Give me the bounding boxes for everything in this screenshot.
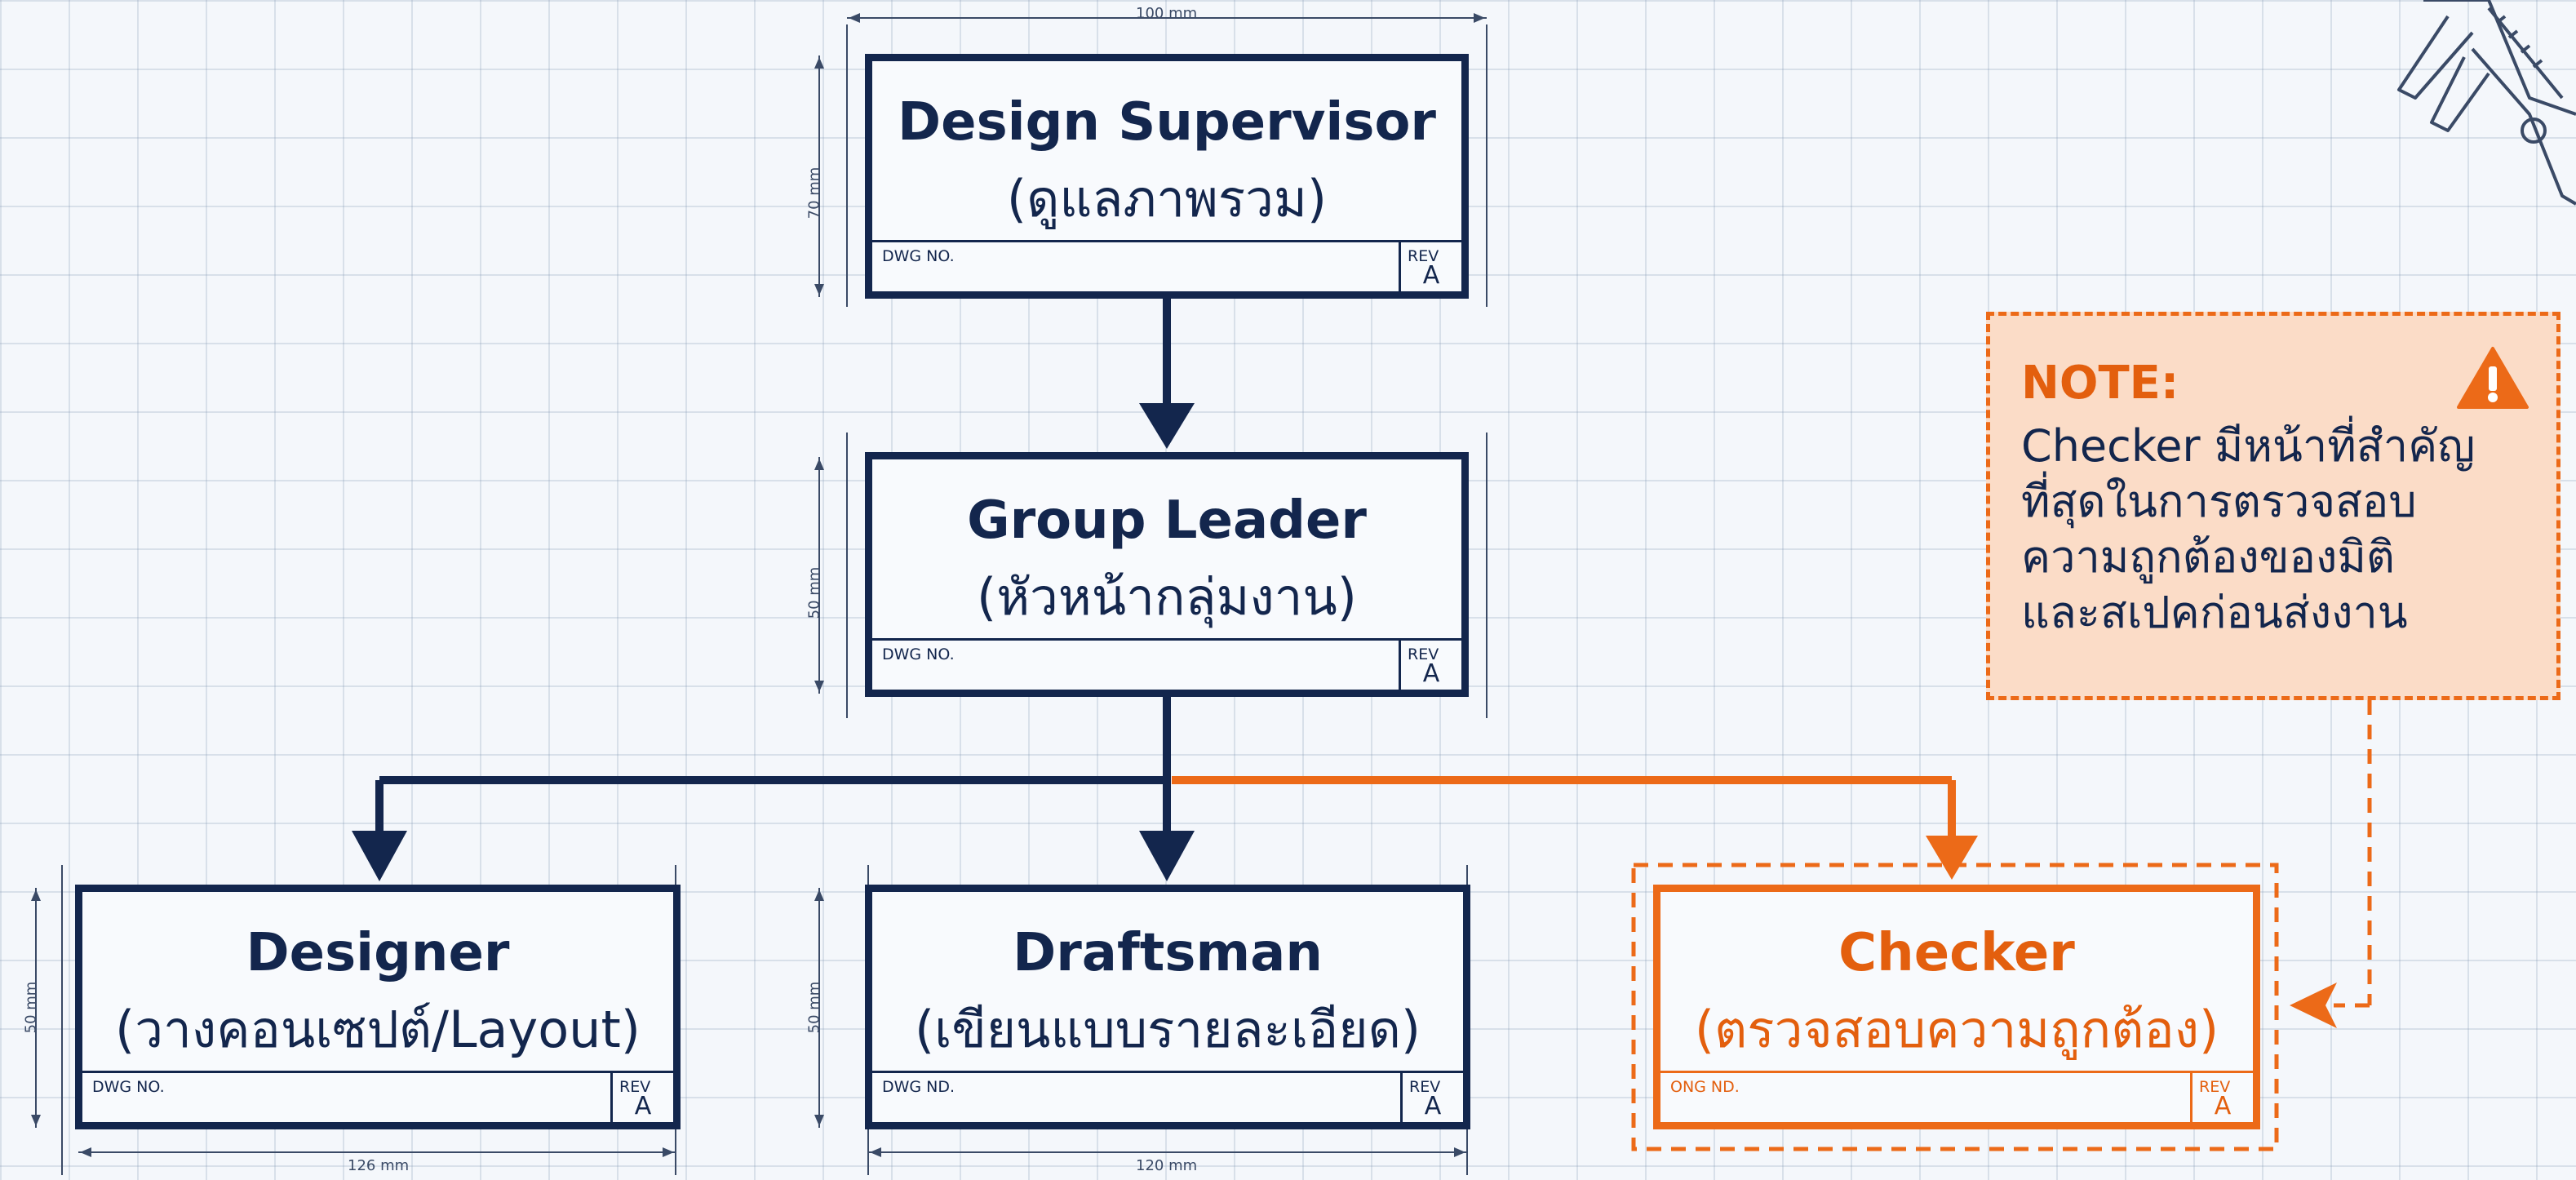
rev-label: REV (1408, 645, 1439, 663)
node-title: Checker (1838, 923, 2075, 983)
node-checker: Checker (ตรวจสอบความถูกต้อง) ONG ND. REV… (1653, 885, 2260, 1129)
node-title: Draftsman (1013, 923, 1323, 983)
dim-top-width: 100 mm (1136, 5, 1198, 22)
rev-block: REV A (1399, 242, 1461, 291)
arrow-leader-to-draftsman (1139, 831, 1195, 881)
dim-designer-width: 126 mm (348, 1157, 410, 1174)
node-subtitle: (เขียนแบบรายละเอียด) (914, 1000, 1421, 1059)
note-leader-line (2334, 700, 2372, 1008)
checker-highlight-frame (1631, 863, 2279, 1151)
dwg-label: ONG ND. (1670, 1078, 1740, 1096)
node-draftsman: Draftsman (เขียนแบบรายละเอียด) DWG ND. R… (865, 885, 1470, 1129)
note-line: ที่สุดในการตรวจสอบ (2021, 476, 2417, 527)
orange-connector (1172, 776, 1956, 841)
warning-icon (2457, 347, 2529, 409)
title-block: DWG NO. REV A (872, 638, 1461, 690)
dwg-label: DWG ND. (882, 1078, 955, 1096)
node-subtitle: (ดูแลภาพรวม) (1006, 169, 1328, 228)
note-line: ความถูกต้องของมิติ (2021, 531, 2395, 583)
dim-leader-height: 50 mm (805, 566, 823, 619)
rev-label: REV (1409, 1078, 1441, 1096)
node-title: Design Supervisor (898, 92, 1436, 153)
title-block: DWG NO. REV A (82, 1071, 673, 1122)
node-title: Group Leader (967, 490, 1367, 551)
title-block: DWG NO. REV A (872, 240, 1461, 291)
dim-draftsman-height: 50 mm (805, 981, 823, 1034)
rev-label: REV (619, 1078, 651, 1096)
title-block: DWG ND. REV A (872, 1071, 1463, 1122)
node-designer: Designer (วางคอนเซปต์/Layout) DWG NO. RE… (75, 885, 681, 1129)
rev-block: REV A (1400, 1073, 1463, 1122)
rev-value: A (634, 1092, 652, 1120)
dim-draftsman-width: 120 mm (1136, 1157, 1198, 1174)
dwg-label: DWG NO. (882, 247, 955, 265)
node-subtitle: (หัวหน้ากลุ่มงาน) (977, 567, 1357, 627)
dimension-arrowheads (31, 13, 1485, 1157)
note-arrowhead (2290, 983, 2337, 1028)
navy-connectors (375, 294, 1171, 836)
rev-label: REV (2199, 1078, 2231, 1096)
note-line: Checker มีหน้าที่สำคัญ (2021, 420, 2476, 472)
rev-block: REV A (2190, 1073, 2253, 1122)
arrow-leader-to-designer (352, 831, 407, 881)
rev-value: A (1422, 261, 1440, 290)
arrow-supervisor-to-leader (1139, 403, 1195, 449)
dim-designer-height: 50 mm (22, 981, 40, 1034)
rev-value: A (1424, 1092, 1442, 1120)
node-design-supervisor: Design Supervisor (ดูแลภาพรวม) DWG NO. R… (865, 54, 1469, 299)
rev-block: REV A (610, 1073, 673, 1122)
rev-block: REV A (1399, 641, 1461, 690)
node-group-leader: Group Leader (หัวหน้ากลุ่มงาน) DWG NO. R… (865, 452, 1469, 697)
caliper-icon (2397, 0, 2576, 206)
arrow-leader-to-checker (1926, 836, 1978, 880)
node-subtitle: (ตรวจสอบความถูกต้อง) (1694, 1000, 2219, 1059)
node-subtitle: (วางคอนเซปต์/Layout) (115, 1000, 641, 1059)
navy-arrowheads (352, 403, 1195, 881)
note-title: NOTE: (2021, 357, 2179, 410)
dwg-label: DWG NO. (92, 1078, 165, 1096)
note-callout: NOTE: Checker มีหน้าที่สำคัญ ที่สุดในการ… (1986, 312, 2560, 700)
note-body: Checker มีหน้าที่สำคัญ ที่สุดในการตรวจสอ… (2021, 419, 2540, 641)
dwg-label: DWG NO. (882, 645, 955, 663)
note-line: และสเปคก่อนส่งงาน (2021, 587, 2408, 638)
rev-value: A (2214, 1092, 2232, 1120)
rev-label: REV (1408, 247, 1439, 265)
title-block: ONG ND. REV A (1660, 1071, 2253, 1122)
node-title: Designer (246, 923, 510, 983)
rev-value: A (1422, 659, 1440, 688)
dim-supervisor-height: 70 mm (805, 166, 823, 220)
